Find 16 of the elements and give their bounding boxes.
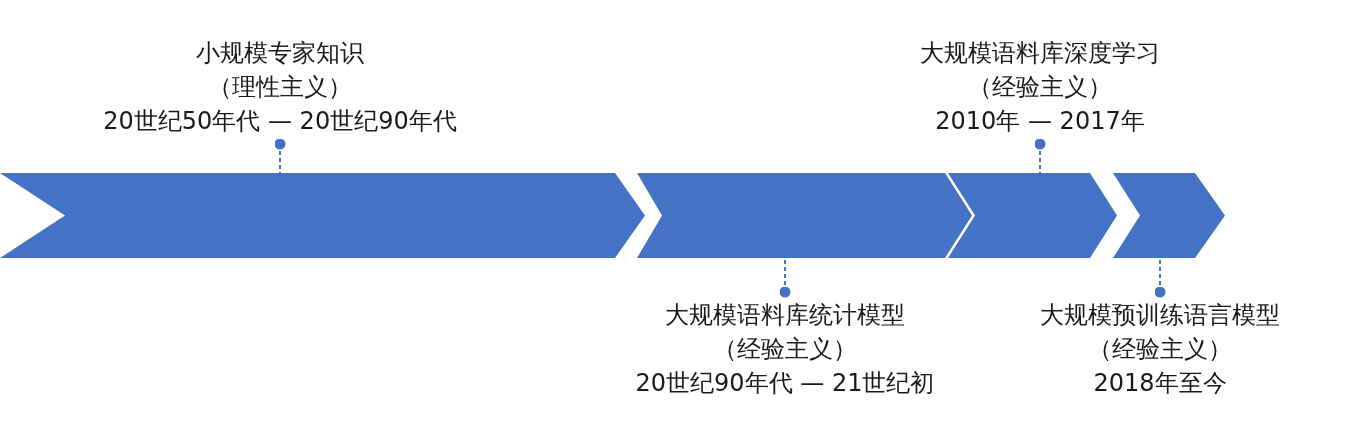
leader-line xyxy=(779,257,791,298)
period-label: 20世纪50年代 — 20世纪90年代 xyxy=(103,106,457,137)
leader-line xyxy=(1034,138,1046,174)
school-label: （经验主义） xyxy=(713,334,857,365)
school-label: （经验主义） xyxy=(1088,334,1232,365)
stage-title: 大规模语料库统计模型 xyxy=(665,300,905,331)
school-label: （经验主义） xyxy=(968,72,1112,103)
school-label: （理性主义） xyxy=(208,72,352,103)
period-label: 20世纪90年代 — 21世纪初 xyxy=(635,368,935,399)
stage-title: 大规模预训练语言模型 xyxy=(1040,300,1280,331)
period-label: 2010年 — 2017年 xyxy=(935,106,1145,137)
stage-title: 大规模语料库深度学习 xyxy=(920,38,1160,69)
leader-line xyxy=(274,138,286,174)
leader-line xyxy=(1154,257,1166,298)
period-label: 2018年至今 xyxy=(1093,368,1227,399)
stage-title: 小规模专家知识 xyxy=(196,38,364,69)
